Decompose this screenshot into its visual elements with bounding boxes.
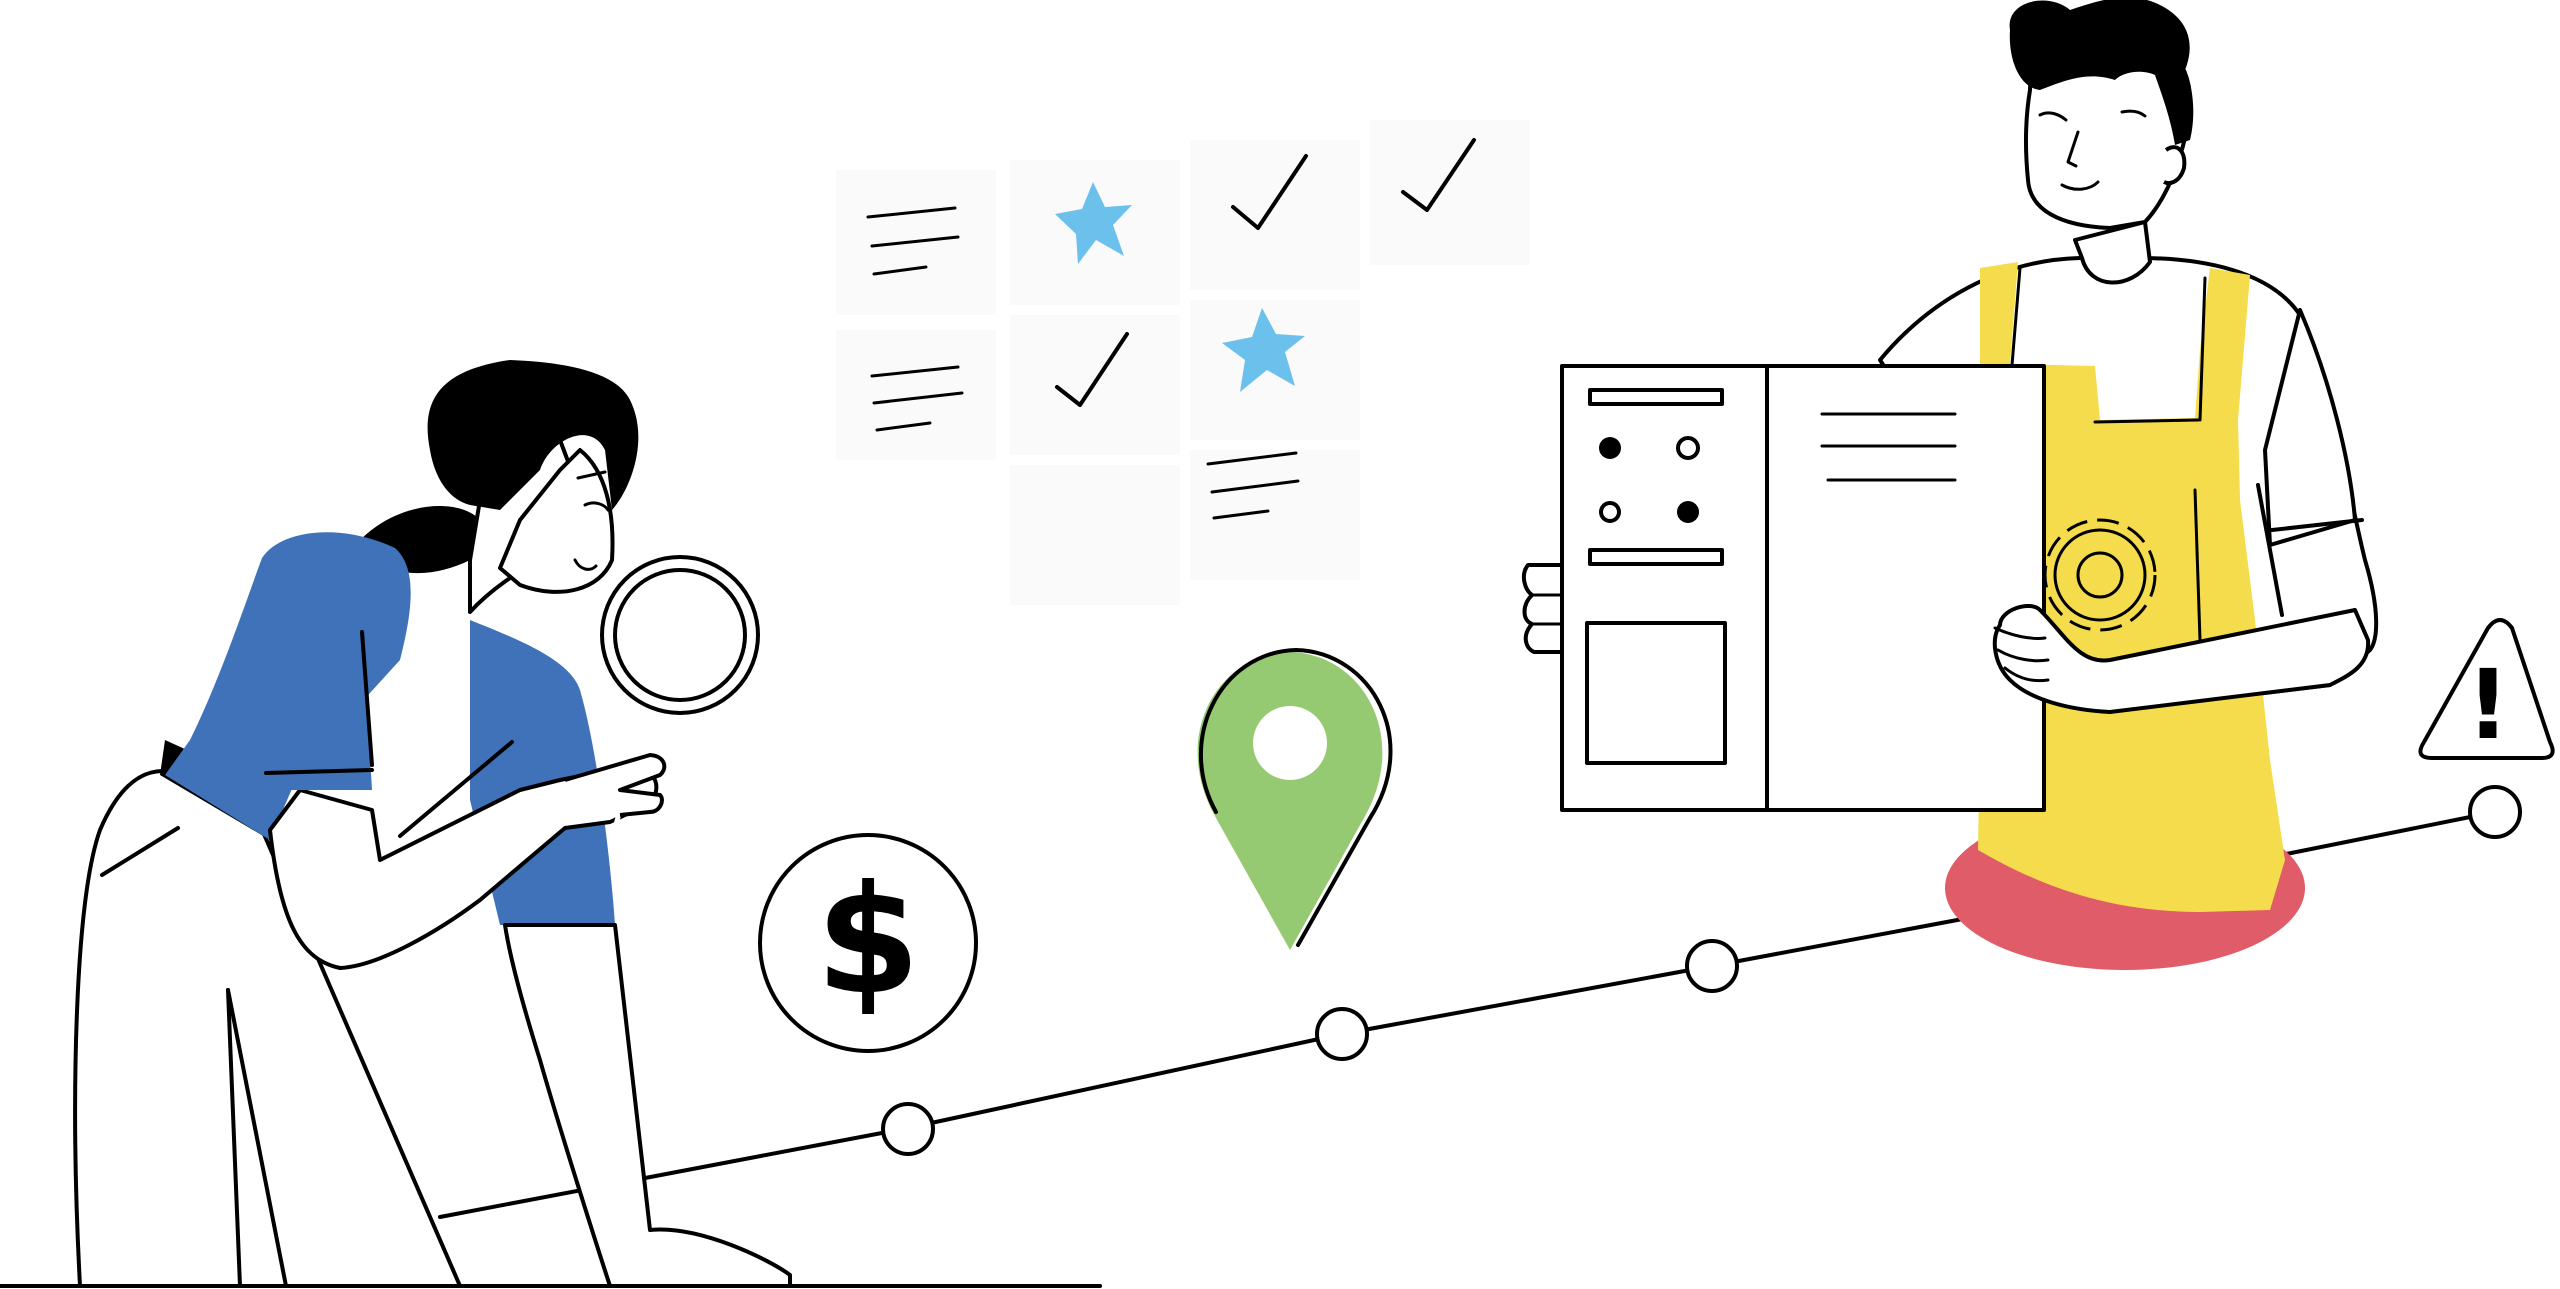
progress-node [2468,785,2522,839]
progress-node [1685,939,1739,993]
check-icon [1231,154,1308,230]
warning-symbol: ! [2466,649,2510,761]
warning-icon: ! [2418,618,2555,761]
text-lines-icon [866,206,960,276]
text-lines-icon [870,365,964,432]
check-icon [1055,332,1129,407]
text-lines-icon [1206,451,1300,520]
star-icon [1055,182,1132,264]
woman-figure [73,360,792,1288]
dollar-symbol: $ [816,854,920,1028]
location-pin-icon [1197,648,1393,950]
review-cards [836,120,1530,605]
progress-node [1315,1007,1369,1061]
dollar-coin-icon: $ [758,833,978,1053]
progress-node [881,1102,935,1156]
text-lines-icon [1820,412,1957,482]
man-figure [1521,0,2379,970]
check-icon [1401,138,1476,212]
document-panel [1560,364,2046,812]
star-icon [1222,308,1305,392]
magnifying-glass-icon [600,555,760,843]
